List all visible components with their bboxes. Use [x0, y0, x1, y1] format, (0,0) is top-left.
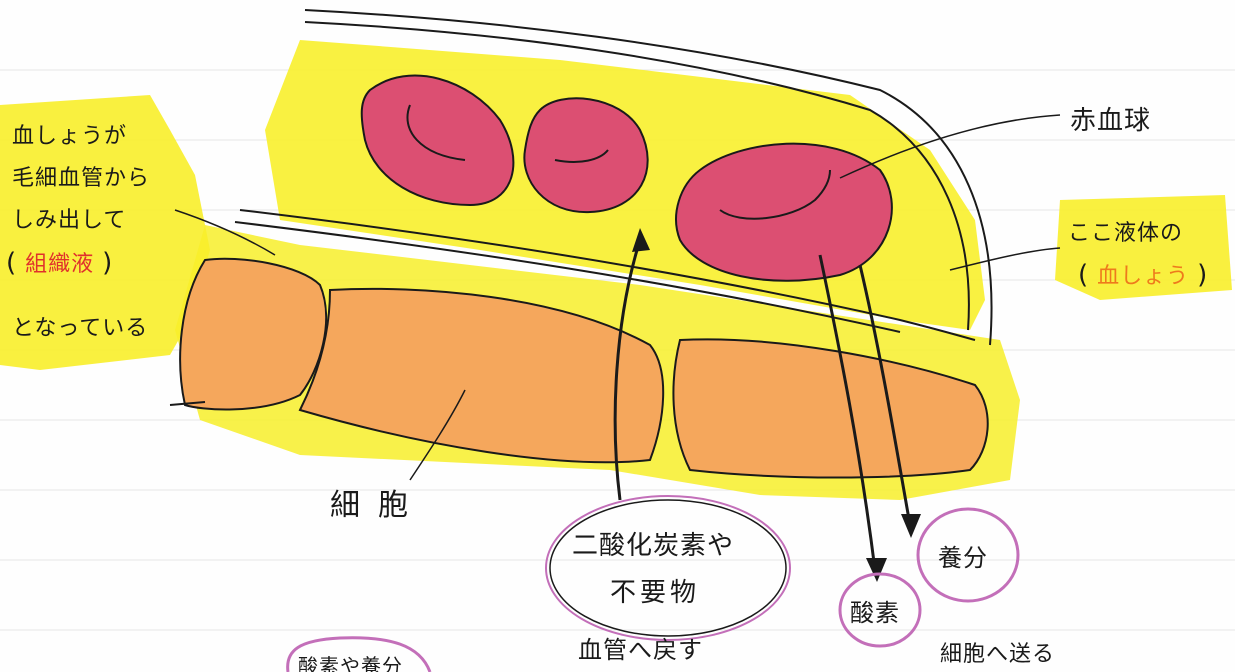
arrow-co2-up [613, 239, 642, 501]
left-close-paren: ) [102, 248, 114, 278]
bottom-partial-label: 酸素や養分 [298, 654, 403, 672]
cell-2 [298, 287, 665, 464]
bubbles [286, 495, 1020, 672]
rbc-label: 赤血球 [1070, 106, 1152, 136]
rbc-1 [360, 74, 515, 207]
left-note-line3: しみ出して [12, 208, 127, 233]
bottom-partial-bubble [286, 636, 432, 672]
plasma-open-paren: ( [1078, 260, 1090, 290]
rbc-3 [675, 142, 893, 282]
plasma-note-line1: ここ液体の [1068, 221, 1184, 246]
tissue-fluid-word: 組織液 [25, 252, 95, 277]
co2-bubble-line1: 二酸化炭素や [572, 531, 735, 561]
right-note-highlight [1055, 195, 1232, 300]
cell-1 [179, 257, 328, 411]
left-note-line2: 毛細血管から [12, 166, 151, 191]
co2-bubble-line2: 不要物 [610, 578, 701, 608]
plasma-close-paren: ) [1197, 260, 1209, 290]
cell-3 [672, 338, 989, 479]
arrows [613, 239, 912, 571]
cell-label: 細胞 [330, 488, 426, 523]
to-cell-caption: 細胞へ送る [940, 642, 1056, 667]
arrow-oxygen-down [818, 254, 877, 571]
left-note-highlight [0, 95, 210, 370]
nutrient-label: 養分 [938, 544, 988, 572]
nutrient-bubble [916, 507, 1020, 603]
left-open-paren: ( [6, 248, 18, 278]
plasma-word: 血しょう [1097, 264, 1190, 289]
left-note-line4: ( 組織液 ) [6, 246, 113, 278]
co2-caption: 血管へ戻す [578, 636, 703, 664]
rbc-2 [523, 97, 649, 214]
leader-lines [174, 114, 1061, 481]
red-blood-cells [360, 74, 893, 282]
arrowheads [632, 228, 921, 582]
tissue-cells [169, 257, 989, 479]
arrow-nutrient-down [858, 264, 912, 526]
co2-bubble [545, 495, 791, 641]
plasma-note-line2: ( 血しょう ) [1078, 258, 1208, 290]
capillary-wall [234, 9, 993, 346]
oxygen-bubble [838, 572, 922, 648]
oxygen-label: 酸素 [850, 599, 900, 627]
left-note-line5: となっている [12, 316, 149, 341]
left-note-line1: 血しょうが [12, 124, 128, 149]
